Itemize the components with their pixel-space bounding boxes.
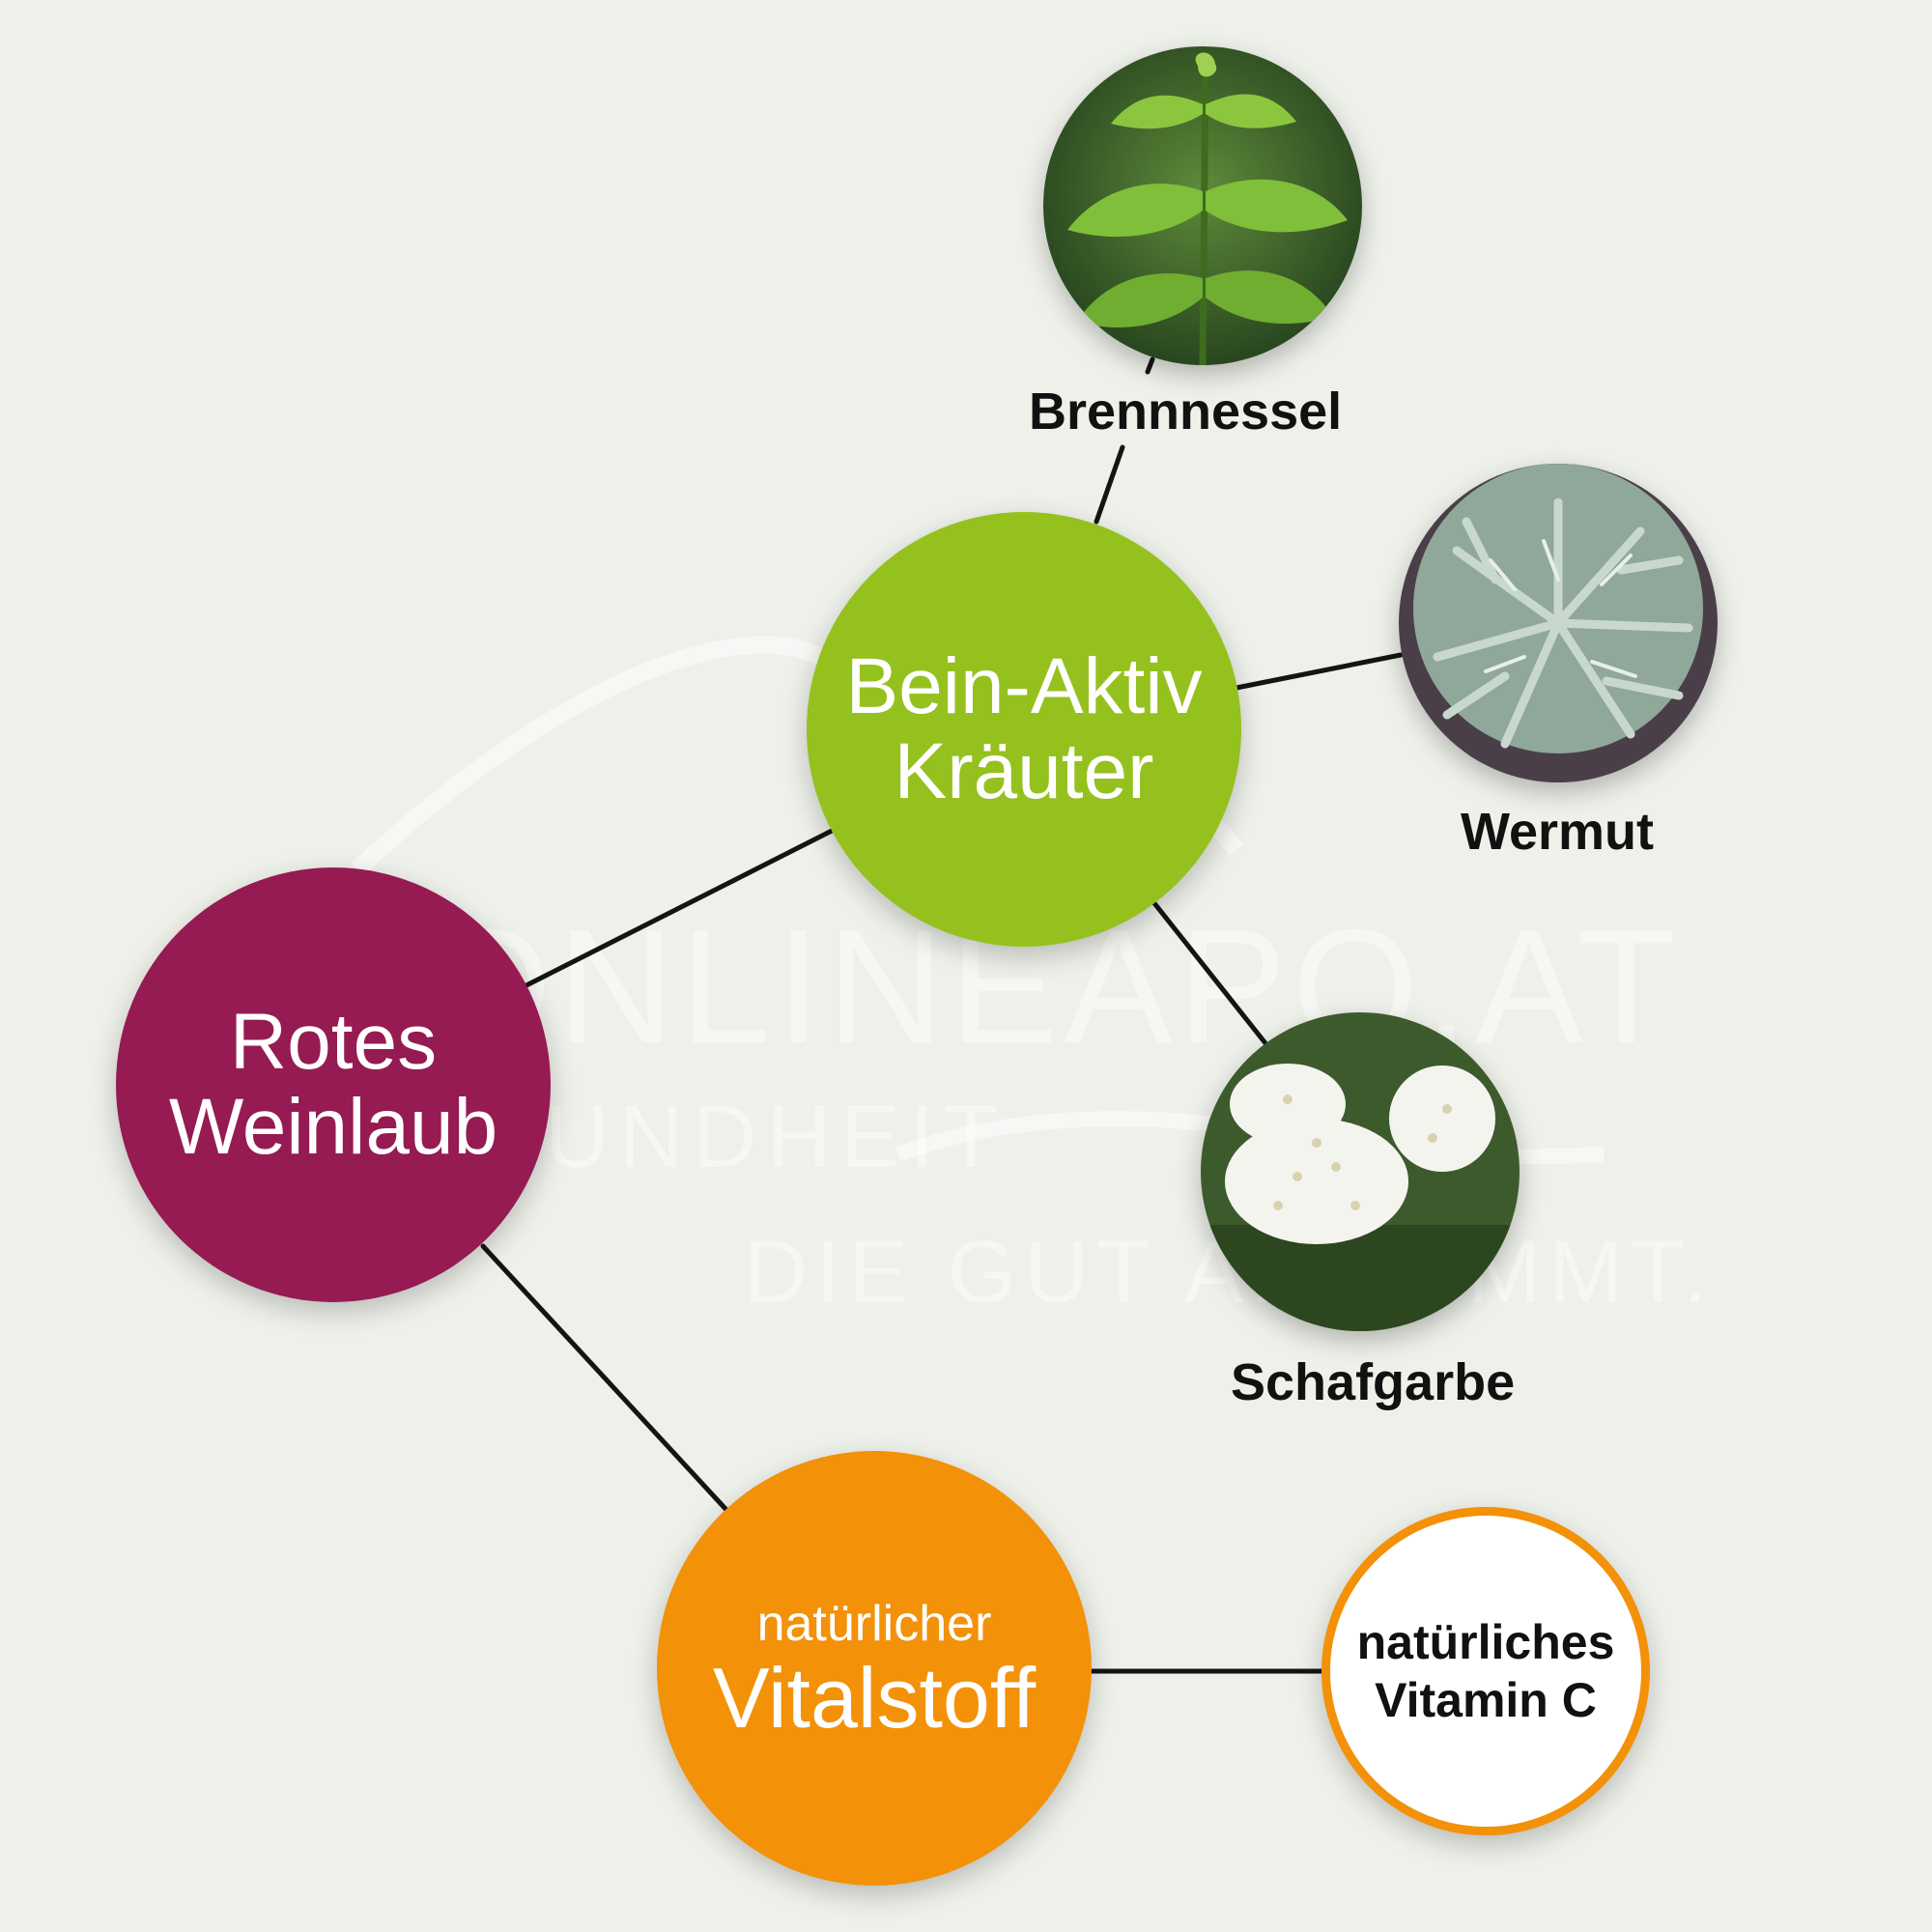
node-wine-line1: Rotes (229, 998, 438, 1086)
connector-nettle-photo (1145, 356, 1155, 375)
plant-label-nettle: Brennnessel (1029, 383, 1343, 440)
node-vitc-line2: Vitamin C (1375, 1673, 1597, 1727)
node-vital-line1: natürlicher (756, 1596, 992, 1652)
node-vital-line2: Vitalstoff (712, 1650, 1037, 1746)
connector-herbs-yarrow (1151, 900, 1268, 1046)
connector-wine-herbs (524, 826, 838, 988)
node-herbs-line1: Bein-Aktiv (845, 642, 1203, 730)
nettle-photo-icon (1043, 46, 1362, 365)
yarrow-photo-icon (1201, 1012, 1520, 1331)
connector-wine-vital (480, 1243, 729, 1513)
node-herbs-line2: Kräuter (894, 727, 1154, 815)
node-vitc-line1: natürliches (1356, 1615, 1615, 1669)
wormwood-photo-icon (1399, 464, 1718, 782)
connector-herbs-wermut (1234, 652, 1404, 691)
node-bein-aktiv-kraeuter: Bein-Aktiv Kräuter (807, 512, 1241, 947)
node-wine-line2: Weinlaub (168, 1083, 498, 1171)
plant-label-wormwood: Wermut (1461, 803, 1655, 861)
connector-herbs-nettle (1094, 444, 1125, 525)
node-natuerlicher-vitalstoff: natürlicher Vitalstoff (657, 1451, 1092, 1886)
plant-label-yarrow: Schafgarbe (1231, 1353, 1516, 1411)
node-rotes-weinlaub: Rotes Weinlaub (116, 867, 551, 1302)
node-natuerliches-vitamin-c: natürliches Vitamin C (1321, 1507, 1650, 1835)
